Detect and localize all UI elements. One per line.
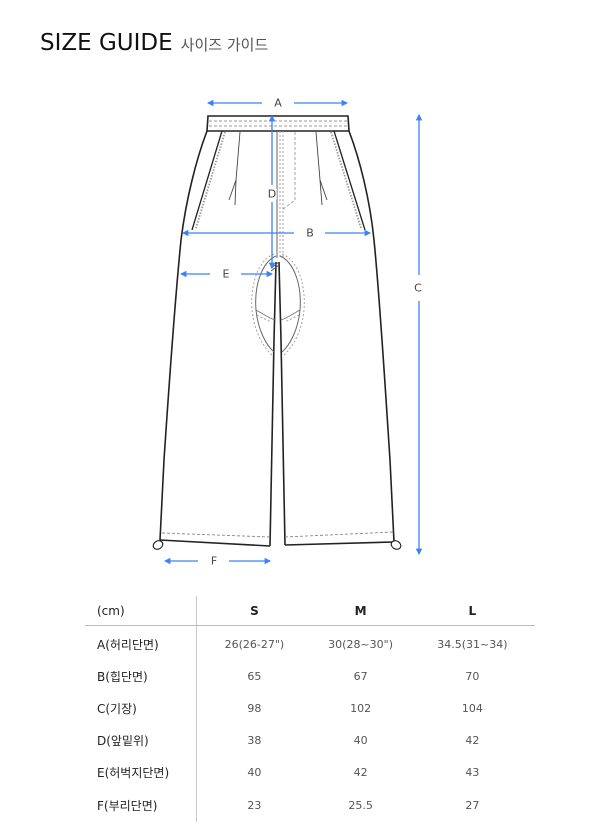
cell-m: 30(28~30") — [328, 637, 394, 651]
measurement-lines — [163, 99, 423, 565]
cell-s: 38 — [247, 733, 262, 747]
pocket-stitching — [195, 131, 362, 229]
row-label: A(허리단면) — [85, 625, 198, 660]
waistband — [206, 115, 350, 132]
table-row: F(부리단면) 23 25.5 27 — [85, 788, 535, 822]
table-header-row: (cm) S M L — [85, 596, 535, 626]
label-b: B — [305, 226, 315, 240]
cell-s: 40 — [247, 765, 262, 779]
label-a: A — [273, 96, 283, 110]
table-row: C(기장) 98 102 104 — [85, 692, 535, 724]
pleats — [228, 131, 328, 206]
label-c: C — [413, 281, 423, 295]
cell-m: 25.5 — [348, 798, 373, 812]
size-header-s: S — [196, 596, 312, 626]
pants-diagram: A D B E C F — [152, 96, 423, 568]
cell-s: 26(26-27") — [224, 637, 285, 651]
label-f: F — [209, 554, 219, 568]
cell-m: 40 — [353, 733, 368, 747]
pockets — [191, 130, 366, 231]
page-title: SIZE GUIDE 사이즈 가이드 — [40, 30, 268, 56]
row-label: B(힙단면) — [85, 660, 198, 692]
cell-s: 98 — [247, 701, 262, 715]
cell-l: 34.5(31~34) — [437, 637, 508, 651]
cell-s: 23 — [247, 798, 262, 812]
label-e: E — [221, 267, 231, 281]
table-row: E(허벅지단면) 40 42 43 — [85, 756, 535, 788]
cell-l: 27 — [465, 798, 480, 812]
label-d: D — [266, 187, 278, 201]
cell-l: 42 — [465, 733, 480, 747]
row-label: E(허벅지단면) — [85, 756, 198, 788]
pants-illustration — [152, 99, 423, 565]
hem-stitching — [161, 531, 394, 538]
cell-s: 65 — [247, 669, 262, 683]
crotch-gusset — [251, 253, 305, 357]
size-header-m: M — [311, 596, 410, 626]
title-korean: 사이즈 가이드 — [180, 36, 269, 54]
fly — [276, 131, 296, 258]
pants-outline — [159, 130, 395, 547]
title-english: SIZE GUIDE — [40, 30, 173, 56]
table-row: B(힙단면) 65 67 70 — [85, 660, 535, 692]
size-header-l: L — [409, 596, 535, 626]
cell-l: 70 — [465, 669, 480, 683]
row-label: C(기장) — [85, 692, 198, 724]
unit-header: (cm) — [85, 596, 198, 626]
table-row: D(앞밑위) 38 40 42 — [85, 724, 535, 756]
size-table: (cm) S M L A(허리단면) 26(26-27") 30(28~30")… — [85, 596, 535, 822]
cell-m: 42 — [353, 765, 368, 779]
cell-l: 104 — [461, 701, 483, 715]
cell-l: 43 — [465, 765, 480, 779]
row-label: F(부리단면) — [85, 788, 198, 822]
row-label: D(앞밑위) — [85, 724, 198, 756]
hem-toggles — [152, 540, 402, 550]
cell-m: 67 — [353, 669, 368, 683]
cell-m: 102 — [350, 701, 372, 715]
table-row: A(허리단면) 26(26-27") 30(28~30") 34.5(31~34… — [85, 625, 535, 660]
